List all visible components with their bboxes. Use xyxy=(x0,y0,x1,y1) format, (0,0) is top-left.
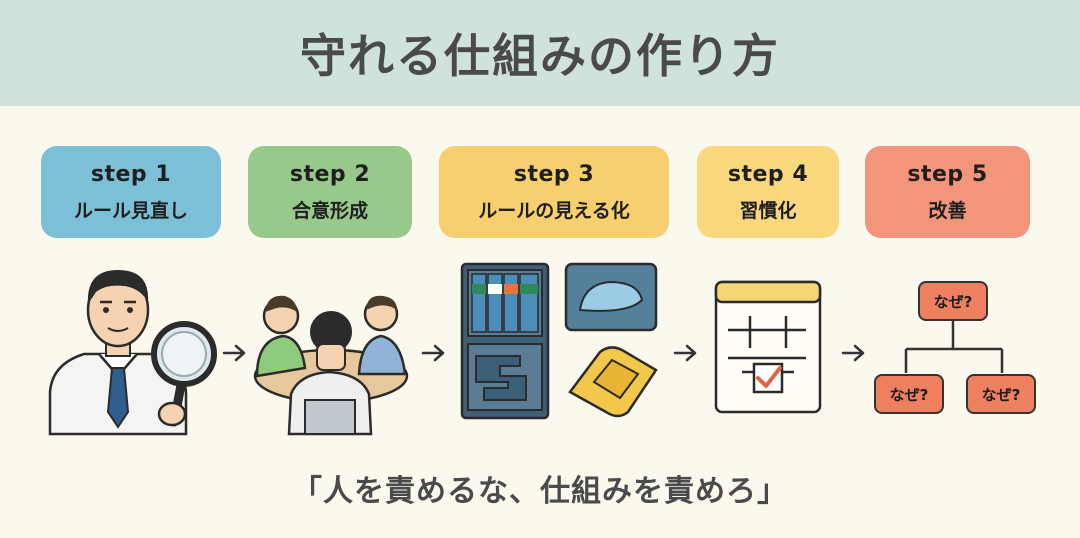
why-node-label: なぜ? xyxy=(889,385,929,404)
step-title: step 1 xyxy=(90,161,172,187)
arrow-right-icon xyxy=(673,344,697,362)
why-node-right: なぜ? xyxy=(966,374,1036,414)
step-label: 習慣化 xyxy=(739,199,797,222)
step-box-4: step 4 習慣化 xyxy=(697,146,839,238)
why-node-left: なぜ? xyxy=(874,374,944,414)
step-label: ルールの見える化 xyxy=(478,199,630,222)
meeting-table-icon xyxy=(253,295,409,436)
step-box-1: step 1 ルール見直し xyxy=(41,146,221,238)
why-node-label: なぜ? xyxy=(933,292,973,311)
step-box-5: step 5 改善 xyxy=(865,146,1030,238)
step-label: ルール見直し xyxy=(73,199,188,222)
arrow-right-icon xyxy=(222,344,246,362)
step-title: step 4 xyxy=(727,161,809,187)
header-banner: 守れる仕組みの作り方 xyxy=(0,0,1080,106)
step-title: step 3 xyxy=(513,161,595,187)
why-tree-icon xyxy=(904,321,1004,373)
step-label: 合意形成 xyxy=(291,199,368,222)
arrow-right-icon xyxy=(421,344,445,362)
step-box-3: step 3 ルールの見える化 xyxy=(439,146,669,238)
page-title: 守れる仕組みの作り方 xyxy=(300,29,780,83)
slogan: 「人を責めるな、仕組みを責めろ」 xyxy=(292,474,788,509)
step-title: step 2 xyxy=(289,161,371,187)
man-with-magnifier-icon xyxy=(48,270,217,436)
step-label: 改善 xyxy=(928,199,967,222)
why-node-label: なぜ? xyxy=(981,385,1021,404)
organized-shelf-icon xyxy=(460,262,658,420)
step-title: step 5 xyxy=(907,161,988,187)
step-box-2: step 2 合意形成 xyxy=(248,146,412,238)
why-node-root: なぜ? xyxy=(918,281,988,321)
calendar-check-icon xyxy=(714,280,822,414)
arrow-right-icon xyxy=(841,344,865,362)
